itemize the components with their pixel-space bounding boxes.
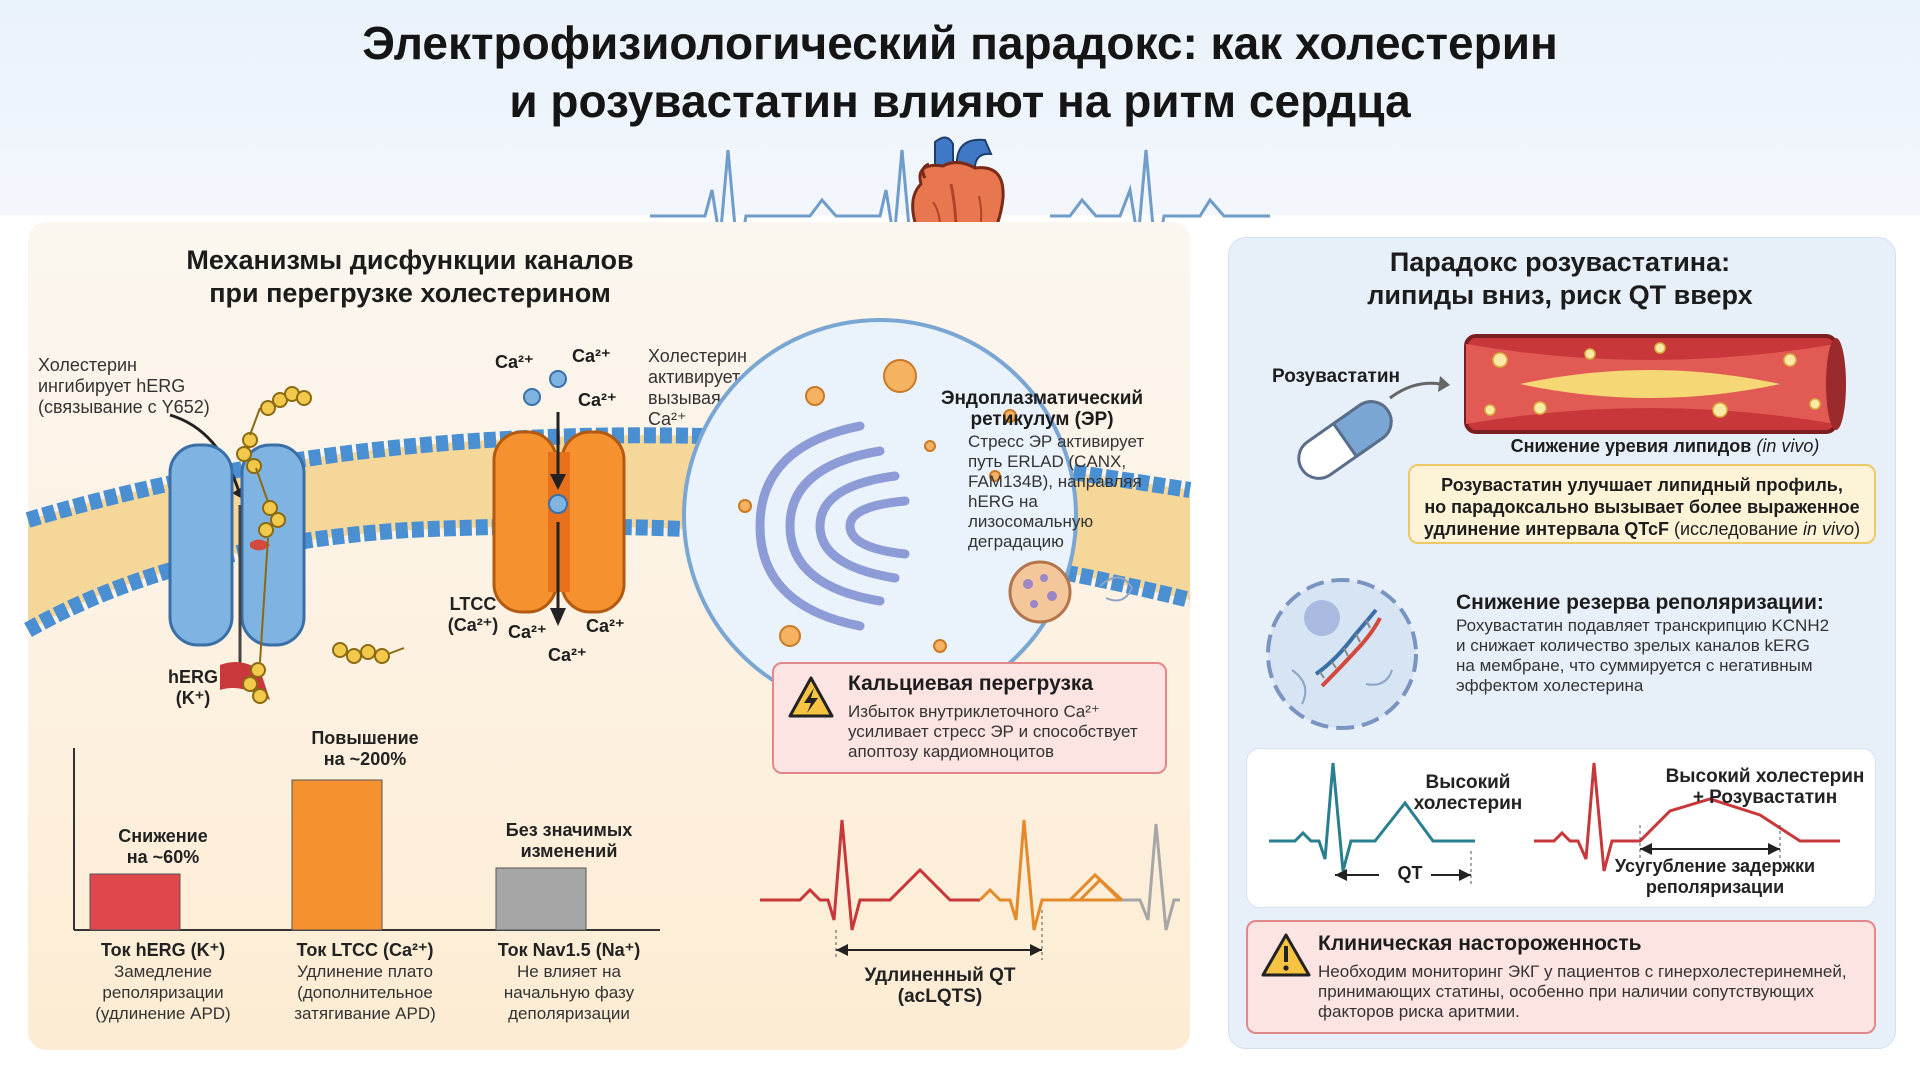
er-magnifier [682,318,1134,714]
page-title: Электрофизиологический парадокс: как хол… [362,17,1558,127]
cholesterol-molecule-icon [236,386,312,704]
paradox-box: Розувастатин улучшает липидный профиль, … [1408,464,1876,544]
rosuvastatin-heading: Парадокс розувастатина: липиды вниз, рис… [1367,247,1753,310]
bar-category: Ток LTCC (Ca²⁺) Удлинение плато (дополни… [294,940,436,1023]
ca-ion-label: Ca²⁺ [495,352,534,372]
cell-dna-icon [1266,578,1418,730]
er-description: Эндоплазматический ретикулум (ЭР) Стресс… [940,388,1145,551]
bar-1 [89,873,181,931]
qt-interval-label: QT [1397,863,1423,883]
prolonged-qt-ecg [760,819,1180,960]
ca-ions-icon [523,370,567,406]
bar-data-label: Снижение на ~60% [118,826,208,867]
ecg-high-cholesterol [1269,762,1475,887]
mechanisms-heading: Механизмы дисфункции каналов при перегру… [186,245,634,308]
ca-ion-label: Ca²⁺ [508,622,547,642]
ecg-comparison-card [1246,748,1876,908]
ecg-right-label: Высокий холестерин + Розувастатин [1665,766,1865,808]
ca-ion-label: Ca²⁺ [548,645,587,665]
bar-3 [495,867,587,931]
pill-icon [1297,400,1393,480]
ca-ion-label: Ca²⁺ [572,346,611,366]
prolonged-qt-caption: Удлиненный QT (acLQTS) [864,965,1016,1007]
repolarization-reserve: Снижение резерва реполяризации: Рохуваст… [1456,591,1830,695]
ltcc-label: LTCC (Ca²⁺) [447,594,499,635]
ecg-cholesterol-rosuvastatin [1534,762,1840,872]
warning-icon [1261,933,1311,977]
bar-data-label: Без значимых изменений [505,820,633,861]
ca-ion-label: Ca²⁺ [578,390,617,410]
cholesterol-molecule-icon-2 [332,642,405,664]
bar-category: Ток Nav1.5 (Na⁺) Не влияет на начальную … [497,940,641,1023]
vessel-caption: Снижение уревия липидов (in vivo) [1510,436,1820,456]
current-change-chart [73,748,660,931]
herg-label: hERG (K⁺) [167,667,218,708]
drug-label: Розувастатин [1272,366,1400,387]
clinical-alert-box: Клиническая настороженность Необходим мо… [1246,920,1876,1034]
bar-data-label: Повышение на ~200% [311,728,419,769]
bar-2 [291,779,383,931]
blood-vessel-icon [1464,334,1846,434]
header-ecg-line [650,149,1270,261]
warning-icon [788,676,834,718]
ltcc-channel-icon [492,412,626,626]
herg-cholesterol-note: Холестерин ингибирует hERG (связывание с… [38,355,210,417]
bar-category: Ток hERG (K⁺) Замедление реполяризации (… [95,940,231,1023]
calcium-overload-box: Кальциевая перегрузка Избыток внутриклет… [772,662,1167,774]
ecg-right-caption: Усугубление задержки реполяризации [1614,856,1816,897]
arrow-icon [1389,376,1450,400]
ecg-left-label: Высокий холестерин [1413,772,1523,814]
ca-ion-label: Ca²⁺ [586,616,625,636]
